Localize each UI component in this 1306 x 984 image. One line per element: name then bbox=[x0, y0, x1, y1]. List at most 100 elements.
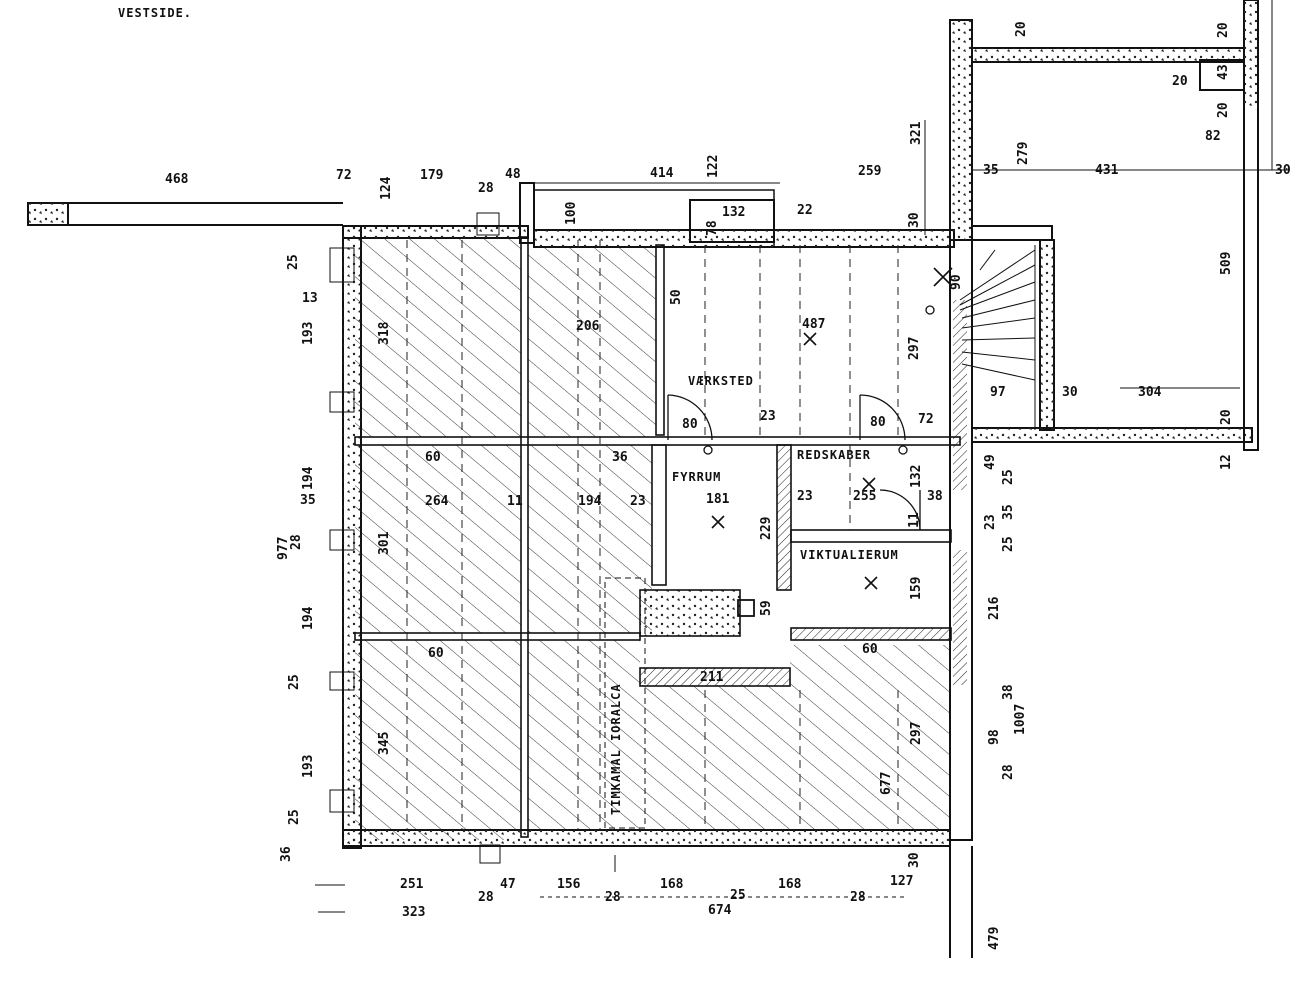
dim-label: 318 bbox=[377, 321, 392, 345]
dim-label: 193 bbox=[301, 322, 316, 345]
dim-label: 23 bbox=[797, 489, 813, 504]
room-label-pantry: VIKTUALIERUM bbox=[800, 548, 899, 562]
dim-label: 35 bbox=[983, 163, 999, 178]
dim-label: 251 bbox=[400, 877, 424, 892]
room-label-hatch: TIMKAMAL IORALCA bbox=[609, 683, 623, 815]
hatched-areas bbox=[355, 237, 950, 840]
dim-label: 23 bbox=[630, 494, 646, 509]
dim-label: 30 bbox=[1062, 385, 1078, 400]
dim-label: 677 bbox=[879, 772, 894, 795]
dim-label: 30 bbox=[907, 212, 922, 228]
dim-label: 25 bbox=[1001, 536, 1016, 552]
dim-label: 25 bbox=[287, 809, 302, 825]
dim-label: 47 bbox=[500, 877, 516, 892]
dim-label: 193 bbox=[301, 755, 316, 778]
dim-label: 13 bbox=[302, 291, 318, 306]
dim-label: 38 bbox=[927, 489, 943, 504]
dim-label: 468 bbox=[165, 172, 189, 187]
dim-label: 60 bbox=[425, 450, 441, 465]
dim-label: 49 bbox=[983, 454, 998, 470]
dim-label: 122 bbox=[706, 155, 721, 178]
dim-label: 674 bbox=[708, 903, 732, 918]
dim-label: 80 bbox=[682, 417, 698, 432]
dim-label: 194 bbox=[578, 494, 602, 509]
dim-label: 28 bbox=[478, 890, 494, 905]
dim-label: 60 bbox=[428, 646, 444, 661]
dim-label: 304 bbox=[1138, 385, 1162, 400]
dim-label: 279 bbox=[1016, 142, 1031, 165]
room-label-tools: REDSKABER bbox=[797, 448, 871, 462]
dim-label: 78 bbox=[705, 220, 720, 236]
dim-label: 22 bbox=[797, 203, 813, 218]
dim-label: 297 bbox=[909, 722, 924, 745]
room-label-boiler: FYRRUM bbox=[672, 470, 721, 484]
dim-label: 487 bbox=[802, 317, 825, 332]
dim-label: 216 bbox=[987, 596, 1002, 620]
dim-label: 194 bbox=[301, 606, 316, 630]
dim-label: 36 bbox=[279, 846, 294, 862]
dim-label: 23 bbox=[983, 514, 998, 530]
dim-label: 179 bbox=[420, 168, 443, 183]
dim-label: 28 bbox=[478, 181, 494, 196]
dim-label: 43 bbox=[1216, 64, 1231, 80]
dim-label: 323 bbox=[402, 905, 425, 920]
internal-walls bbox=[354, 236, 961, 838]
dimension-labels: 468 72 124 179 48 28 414 122 259 321 20 … bbox=[165, 21, 1291, 950]
dim-label: 509 bbox=[1219, 252, 1234, 275]
dim-label: 20 bbox=[1172, 74, 1188, 89]
dim-label: 38 bbox=[1001, 684, 1016, 700]
dim-label: 25 bbox=[730, 888, 746, 903]
dim-label: 25 bbox=[1001, 469, 1016, 485]
dim-label: 98 bbox=[987, 729, 1002, 745]
dim-label: 229 bbox=[759, 517, 774, 540]
dim-label: 479 bbox=[987, 927, 1002, 950]
dimension-lines bbox=[315, 0, 1290, 913]
dim-label: 59 bbox=[759, 600, 774, 616]
dim-label: 20 bbox=[1219, 409, 1234, 425]
dim-label: 264 bbox=[425, 494, 449, 509]
dim-label: 11 bbox=[507, 494, 523, 509]
dim-label: 20 bbox=[1216, 22, 1231, 38]
dim-label: 297 bbox=[907, 337, 922, 360]
page-title: VESTSIDE. bbox=[118, 6, 192, 20]
dim-label: 30 bbox=[1275, 163, 1291, 178]
dim-label: 259 bbox=[858, 164, 881, 179]
dim-label: 23 bbox=[760, 409, 776, 424]
dim-label: 132 bbox=[722, 205, 745, 220]
dim-label: 50 bbox=[669, 289, 684, 305]
dim-label: 97 bbox=[990, 385, 1006, 400]
dim-label: 156 bbox=[557, 877, 581, 892]
dim-label: 321 bbox=[909, 121, 924, 145]
dim-label: 72 bbox=[918, 412, 934, 427]
dim-label: 11 bbox=[907, 512, 922, 528]
room-label-workshop: VÆRKSTED bbox=[688, 374, 754, 388]
dim-label: 30 bbox=[907, 852, 922, 868]
dim-label: 168 bbox=[660, 877, 684, 892]
stair bbox=[959, 245, 1036, 430]
dim-label: 345 bbox=[377, 732, 392, 755]
dim-label: 132 bbox=[909, 465, 924, 488]
dim-label: 28 bbox=[1001, 764, 1016, 780]
x-markers bbox=[711, 267, 953, 590]
walls bbox=[27, 0, 1259, 958]
dim-label: 60 bbox=[862, 642, 878, 657]
dim-label: 431 bbox=[1095, 163, 1119, 178]
room-labels: VÆRKSTED FYRRUM REDSKABER VIKTUALIERUM T… bbox=[609, 374, 899, 815]
dim-label: 12 bbox=[1219, 454, 1234, 470]
dim-label: 194 bbox=[301, 466, 316, 490]
dim-label: 35 bbox=[1001, 504, 1016, 520]
dim-label: 25 bbox=[286, 254, 301, 270]
dim-label: 1007 bbox=[1013, 704, 1028, 735]
dim-label: 28 bbox=[605, 890, 621, 905]
dim-label: 25 bbox=[287, 674, 302, 690]
dim-label: 48 bbox=[505, 167, 521, 182]
dim-label: 90 bbox=[949, 274, 964, 290]
dim-label: 181 bbox=[706, 492, 730, 507]
dim-label: 301 bbox=[377, 531, 392, 555]
dim-label: 206 bbox=[576, 319, 600, 334]
dim-label: 168 bbox=[778, 877, 802, 892]
dim-label: 36 bbox=[612, 450, 628, 465]
dim-label: 159 bbox=[909, 577, 924, 600]
dim-label: 82 bbox=[1205, 129, 1221, 144]
